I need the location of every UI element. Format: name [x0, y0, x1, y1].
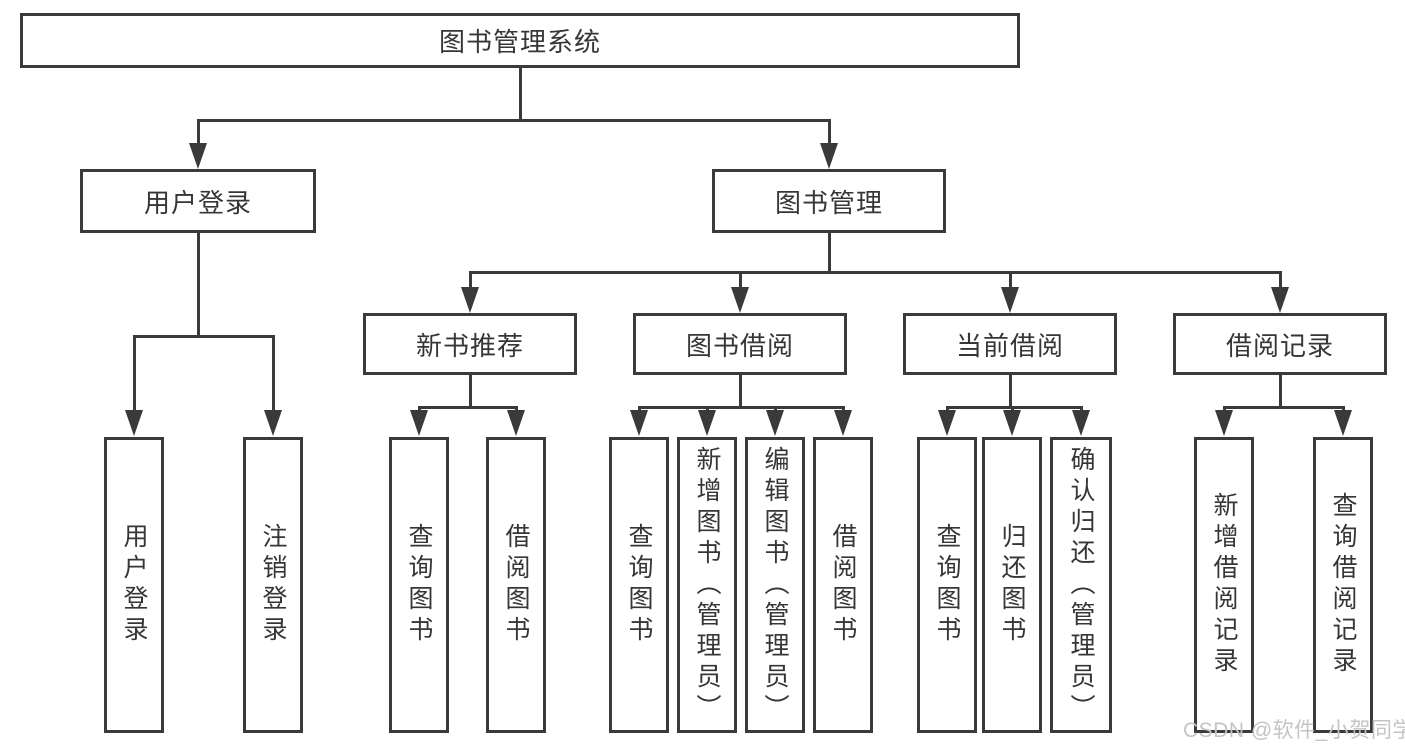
connector-line	[827, 119, 831, 145]
arrowhead-down-icon	[1215, 410, 1233, 436]
arrowhead-down-icon	[834, 410, 852, 436]
connector-line	[468, 375, 472, 406]
arrowhead-down-icon	[264, 410, 282, 436]
arrowhead-down-icon	[731, 287, 749, 313]
connector-line	[738, 271, 742, 289]
connector-line	[468, 271, 472, 289]
connector-line	[1008, 375, 1012, 406]
arrowhead-down-icon	[507, 410, 525, 436]
arrowhead-down-icon	[698, 410, 716, 436]
leaf-add-book-admin: 新增图书（管理员）	[677, 437, 737, 733]
node-root: 图书管理系统	[20, 13, 1020, 68]
node-borrowing-records: 借阅记录	[1173, 313, 1387, 375]
connector-line	[132, 335, 274, 338]
leaf-user-login: 用户登录	[104, 437, 164, 733]
leaf-borrow-books: 借阅图书	[813, 437, 873, 733]
node-user-login: 用户登录	[80, 169, 316, 233]
connector-line	[196, 233, 200, 335]
node-book-management: 图书管理	[712, 169, 946, 233]
leaf-confirm-return-admin: 确认归还（管理员）	[1050, 437, 1112, 733]
arrowhead-down-icon	[1072, 410, 1090, 436]
node-new-book-recommendation: 新书推荐	[363, 313, 577, 375]
leaf-add-borrow-record: 新增借阅记录	[1194, 437, 1254, 733]
arrowhead-down-icon	[820, 143, 838, 169]
connector-line	[945, 406, 1083, 409]
connector-line	[827, 233, 831, 271]
watermark: CSDN @软件_小贺同学	[1183, 719, 1405, 742]
connector-line	[196, 119, 831, 122]
arrowhead-down-icon	[125, 410, 143, 436]
connector-line	[738, 375, 742, 406]
leaf-query-borrow-record: 查询借阅记录	[1313, 437, 1373, 733]
connector-line	[1278, 375, 1282, 406]
connector-line	[1278, 271, 1282, 289]
arrowhead-down-icon	[938, 410, 956, 436]
connector-line	[637, 406, 845, 409]
leaf-query-books-current: 查询图书	[917, 437, 977, 733]
node-book-borrowing: 图书借阅	[633, 313, 847, 375]
leaf-query-books-recommend: 查询图书	[389, 437, 449, 733]
arrowhead-down-icon	[1334, 410, 1352, 436]
arrowhead-down-icon	[461, 287, 479, 313]
arrowhead-down-icon	[189, 143, 207, 169]
leaf-query-books-borrowing: 查询图书	[609, 437, 669, 733]
connector-line	[132, 335, 136, 412]
leaf-return-books: 归还图书	[982, 437, 1042, 733]
connector-line	[1008, 271, 1012, 289]
connector-line	[417, 406, 518, 409]
connector-line	[1222, 406, 1345, 409]
arrowhead-down-icon	[1003, 410, 1021, 436]
leaf-borrow-books-recommend: 借阅图书	[486, 437, 546, 733]
arrowhead-down-icon	[410, 410, 428, 436]
connector-line	[271, 335, 275, 412]
leaf-edit-book-admin: 编辑图书（管理员）	[745, 437, 805, 733]
leaf-logout: 注销登录	[243, 437, 303, 733]
arrowhead-down-icon	[1001, 287, 1019, 313]
arrowhead-down-icon	[630, 410, 648, 436]
node-current-borrowing: 当前借阅	[903, 313, 1117, 375]
arrowhead-down-icon	[1271, 287, 1289, 313]
connector-line	[196, 119, 200, 145]
arrowhead-down-icon	[766, 410, 784, 436]
connector-line	[468, 271, 1282, 274]
connector-line	[518, 68, 522, 119]
